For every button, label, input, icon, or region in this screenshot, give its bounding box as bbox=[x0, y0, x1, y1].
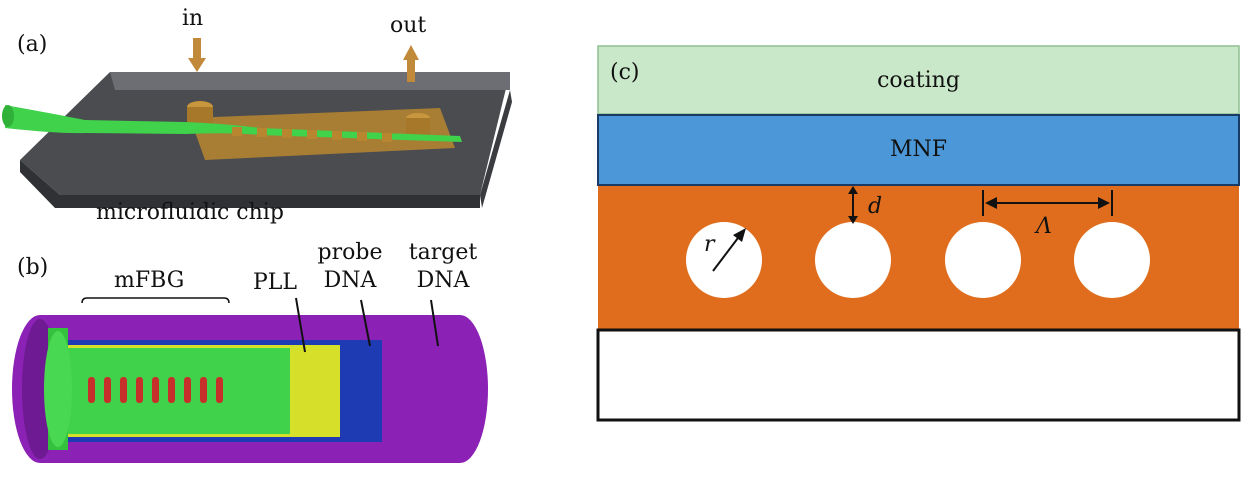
chip-back-edge bbox=[110, 72, 510, 90]
hole-2 bbox=[815, 222, 891, 298]
in-arrow bbox=[188, 38, 206, 72]
fiber-end bbox=[2, 105, 14, 127]
hole-3 bbox=[945, 222, 1021, 298]
out-arrow bbox=[403, 45, 419, 82]
panel-b-tag: (b) bbox=[17, 255, 49, 280]
coating-layer bbox=[597, 45, 1240, 115]
target-label-line2: DNA bbox=[416, 268, 470, 293]
mnf-label: MNF bbox=[889, 137, 948, 162]
mnf-layer bbox=[597, 114, 1240, 186]
cross-section bbox=[596, 45, 1241, 422]
mfbg-brace bbox=[81, 297, 230, 304]
mfbg-label: mFBG bbox=[114, 268, 185, 293]
bottom-layer bbox=[596, 328, 1241, 422]
fiber-body bbox=[5, 105, 462, 142]
mfbg-grating bbox=[88, 377, 223, 403]
probe-label-line2: DNA bbox=[323, 268, 377, 293]
out-label: out bbox=[390, 13, 427, 38]
radius-arrow bbox=[712, 233, 742, 272]
layered-fiber bbox=[12, 297, 488, 463]
hole-4 bbox=[1074, 222, 1150, 298]
gap-label: d bbox=[868, 194, 883, 219]
fiber-core-face bbox=[44, 331, 72, 447]
coating-label: coating bbox=[877, 68, 960, 93]
inlet-reservoir bbox=[187, 107, 213, 127]
chip-label: microfluidic chip bbox=[96, 200, 284, 225]
pll-pointer bbox=[295, 297, 306, 353]
panel-a-tag: (a) bbox=[17, 32, 48, 57]
outlet-reservoir bbox=[406, 118, 430, 136]
chip-right-side bbox=[480, 90, 512, 208]
panel-c-tag: (c) bbox=[610, 60, 640, 85]
period-label: Λ bbox=[1036, 214, 1052, 239]
fiber-grating-marks bbox=[232, 127, 392, 142]
in-label: in bbox=[182, 6, 204, 31]
hole-1 bbox=[686, 222, 762, 298]
optical-fiber bbox=[2, 105, 462, 142]
probe-pointer bbox=[360, 299, 371, 347]
chip-front-side bbox=[20, 160, 480, 208]
radius-label: r bbox=[704, 232, 715, 257]
pll-label: PLL bbox=[253, 270, 298, 295]
probe-label-line1: probe bbox=[317, 240, 383, 265]
target-pointer bbox=[430, 299, 439, 347]
target-label-line1: target bbox=[408, 240, 478, 265]
